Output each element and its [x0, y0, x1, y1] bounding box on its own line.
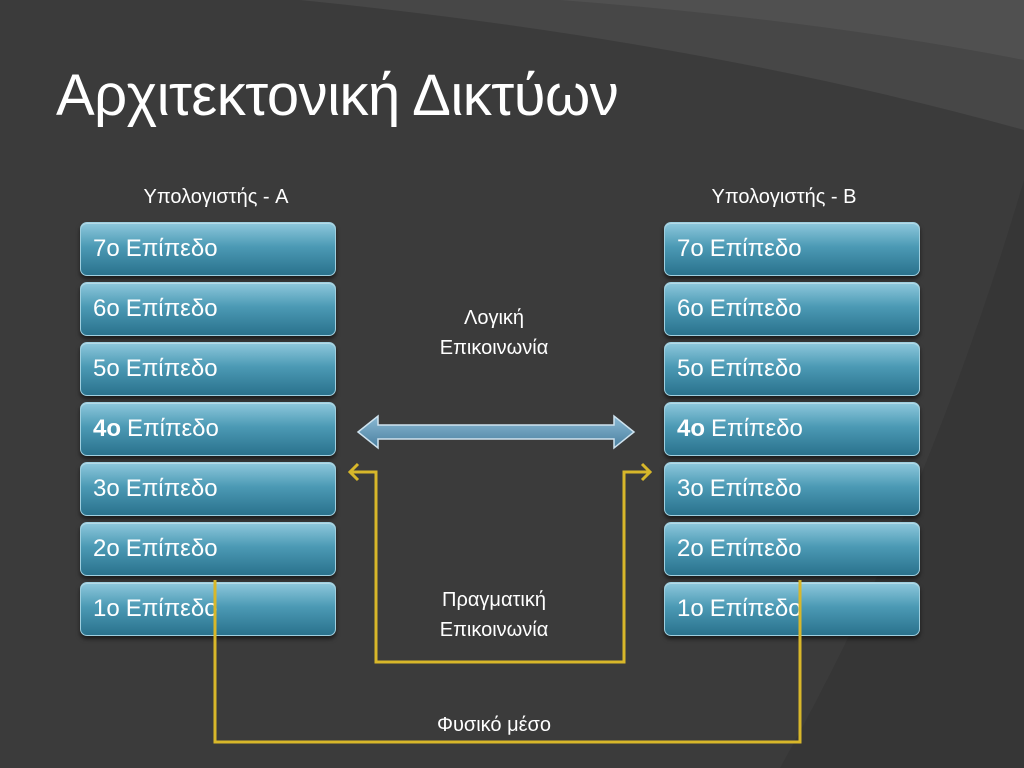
layer-label: Επίπεδο [125, 235, 218, 262]
layer-label: Επίπεδο [709, 535, 802, 562]
layer-number: 5ο [677, 355, 704, 382]
layer-number: 6ο [93, 295, 120, 322]
layer-number: 2ο [93, 535, 120, 562]
layer-number: 4ο [677, 415, 706, 442]
layer-number: 6ο [677, 295, 704, 322]
layer-label: Επίπεδο [125, 595, 218, 622]
layer-label: Επίπεδο [125, 355, 218, 382]
layer-label: Επίπεδο [709, 355, 802, 382]
layer-number: 2ο [677, 535, 704, 562]
logical-caption-line1: Λογική [463, 307, 525, 329]
layer-number: 3ο [677, 475, 704, 502]
layer-label: Επίπεδο [125, 475, 218, 502]
computer-b-label: Υπολογιστής - B [711, 186, 857, 208]
layer-number: 7ο [93, 235, 120, 262]
layer-label: Επίπεδο [709, 235, 802, 262]
logical-caption-line2: Επικοινωνία [439, 337, 549, 359]
layer-label: Επίπεδο [711, 415, 803, 442]
layer-label: Επίπεδο [709, 295, 802, 322]
layer-number: 3ο [93, 475, 120, 502]
layer-label: Επίπεδο [125, 295, 218, 322]
layer-label: Επίπεδο [125, 535, 218, 562]
layer-number: 4ο [93, 415, 122, 442]
real-communication-caption: Πραγματική Επικοινωνία [384, 585, 604, 645]
layer-number: 7ο [677, 235, 704, 262]
layer-label: Επίπεδο [127, 415, 219, 442]
physical-medium-caption: Φυσικό μέσο [436, 714, 552, 736]
real-caption-line1: Πραγματική [442, 589, 546, 611]
slide-title: Αρχιτεκτονική Δικτύων [56, 63, 619, 128]
layer-label: Επίπεδο [709, 595, 802, 622]
real-caption-line2: Επικοινωνία [439, 619, 549, 641]
layer-label: Επίπεδο [709, 475, 802, 502]
computer-a-label: Υπολογιστής - A [143, 186, 289, 208]
logical-communication-caption: Λογική Επικοινωνία [384, 303, 604, 363]
layer-number: 5ο [93, 355, 120, 382]
layer-number: 1ο [93, 595, 120, 622]
layer-number: 1ο [677, 595, 704, 622]
